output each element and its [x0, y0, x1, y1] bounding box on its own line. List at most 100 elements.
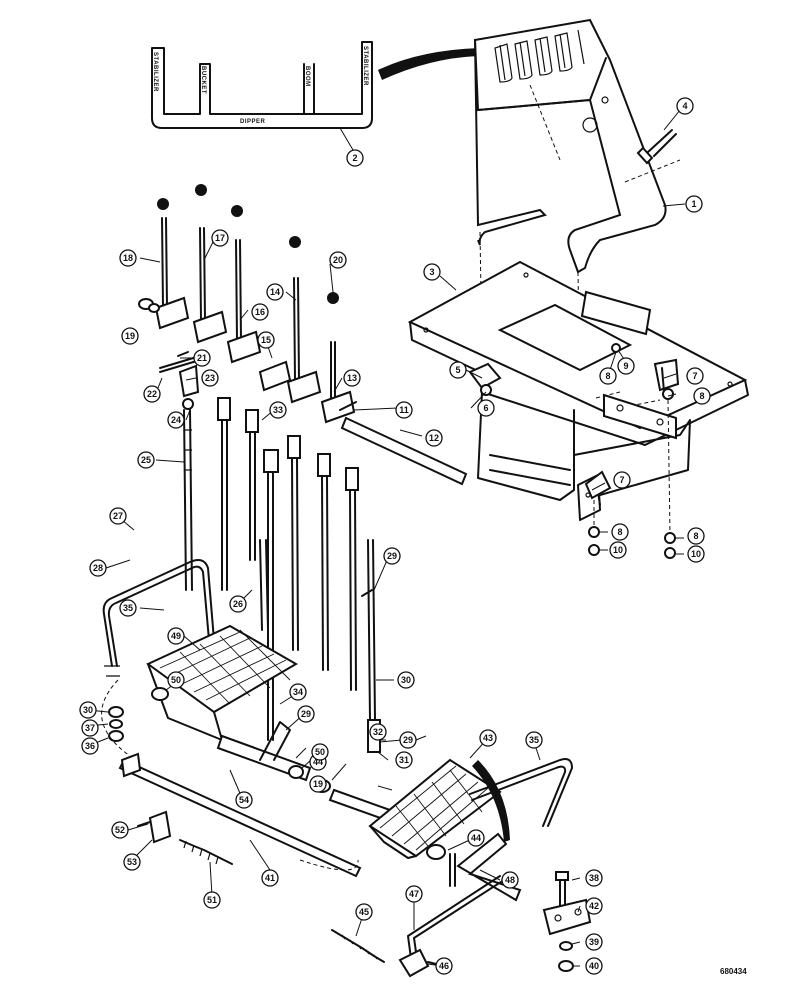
callout-circle [203, 891, 221, 909]
callout-48: 48 [501, 871, 519, 889]
callout-40: 40 [585, 957, 603, 975]
callout-12: 12 [425, 429, 443, 447]
callout-number: 11 [399, 405, 409, 415]
callout-number: 20 [333, 255, 343, 265]
plate-label-boom: BOOM [304, 66, 310, 87]
callout-number: 6 [483, 403, 488, 413]
callout-circle [123, 853, 141, 871]
callout-number: 19 [313, 779, 323, 789]
callout-number: 10 [691, 549, 701, 559]
callout-number: 1 [691, 199, 696, 209]
callout-number: 8 [693, 531, 698, 541]
callout-circle [81, 719, 99, 737]
callout-circle [167, 627, 185, 645]
callout-circle [611, 523, 629, 541]
callout-circle [676, 97, 694, 115]
callout-number: 52 [115, 825, 125, 835]
callout-6: 6 [477, 399, 495, 417]
callout-29: 29 [383, 547, 401, 565]
callout-number: 18 [123, 253, 133, 263]
callout-circle [311, 743, 329, 761]
callout-4: 4 [676, 97, 694, 115]
callout-circle [119, 599, 137, 617]
callout-number: 8 [699, 391, 704, 401]
callout-circle [467, 829, 485, 847]
callout-circle [79, 701, 97, 719]
callout-51: 51 [203, 891, 221, 909]
pedal-arrow [472, 760, 510, 842]
plate-label-stabilizer-left: STABILIZER [152, 52, 158, 92]
callout-circle [585, 897, 603, 915]
callout-number: 39 [589, 937, 599, 947]
callout-19: 19 [121, 327, 139, 345]
callout-number: 44 [471, 833, 481, 843]
pedal-bracket [542, 871, 592, 972]
callout-circle [613, 471, 631, 489]
callout-number: 36 [85, 741, 95, 751]
lever-hardware [138, 298, 201, 410]
plate-label-dipper: DIPPER [240, 119, 266, 125]
callout-number: 47 [409, 889, 419, 899]
callout-number: 2 [352, 153, 357, 163]
callout-circle [585, 933, 603, 951]
callout-circle [405, 885, 423, 903]
callout-number: 5 [455, 365, 460, 375]
callout-number: 4 [682, 101, 687, 111]
callout-circle [109, 507, 127, 525]
callout-44: 44 [467, 829, 485, 847]
callout-circle [229, 595, 247, 613]
callout-circle [449, 361, 467, 379]
adjuster-nuts [108, 706, 124, 742]
callout-number: 33 [273, 405, 283, 415]
callout-circle [261, 869, 279, 887]
callout-27: 27 [109, 507, 127, 525]
callout-29: 29 [297, 705, 315, 723]
callout-circle [399, 731, 417, 749]
callout-45: 45 [355, 903, 373, 921]
callout-number: 8 [617, 527, 622, 537]
callout-number: 26 [233, 599, 243, 609]
callout-circle [167, 671, 185, 689]
callout-8: 8 [693, 387, 711, 405]
callout-31: 31 [395, 751, 413, 769]
callout-circle [686, 367, 704, 385]
callout-number: 50 [171, 675, 181, 685]
hand-rod-threads [104, 665, 120, 677]
callout-15: 15 [257, 331, 275, 349]
callout-46: 46 [435, 957, 453, 975]
callout-number: 40 [589, 961, 599, 971]
callout-33: 33 [269, 401, 287, 419]
callout-36: 36 [81, 737, 99, 755]
callout-circle [395, 401, 413, 419]
callout-10: 10 [609, 541, 627, 559]
callout-circle [211, 229, 229, 247]
callout-number: 15 [261, 335, 271, 345]
control-levers [154, 184, 356, 424]
callout-50: 50 [167, 671, 185, 689]
callout-number: 37 [85, 723, 95, 733]
callout-number: 14 [270, 287, 280, 297]
linkage-rods [183, 397, 381, 753]
callout-7: 7 [686, 367, 704, 385]
callout-circle [257, 331, 275, 349]
assembly-arrow [378, 48, 480, 80]
callout-number: 17 [215, 233, 225, 243]
callout-circle [355, 903, 373, 921]
callout-circle [395, 751, 413, 769]
callout-number: 10 [613, 545, 623, 555]
callout-number: 25 [141, 455, 151, 465]
callout-30: 30 [397, 671, 415, 689]
spring-and-clip [137, 810, 233, 865]
callout-number: 30 [401, 675, 411, 685]
callout-35: 35 [119, 599, 137, 617]
callout-number: 32 [373, 727, 383, 737]
callout-number: 48 [505, 875, 515, 885]
callout-circle [235, 791, 253, 809]
callout-circle [89, 559, 107, 577]
callout-circle [111, 821, 129, 839]
callout-39: 39 [585, 933, 603, 951]
callout-53: 53 [123, 853, 141, 871]
hand-rod-right [469, 758, 573, 827]
